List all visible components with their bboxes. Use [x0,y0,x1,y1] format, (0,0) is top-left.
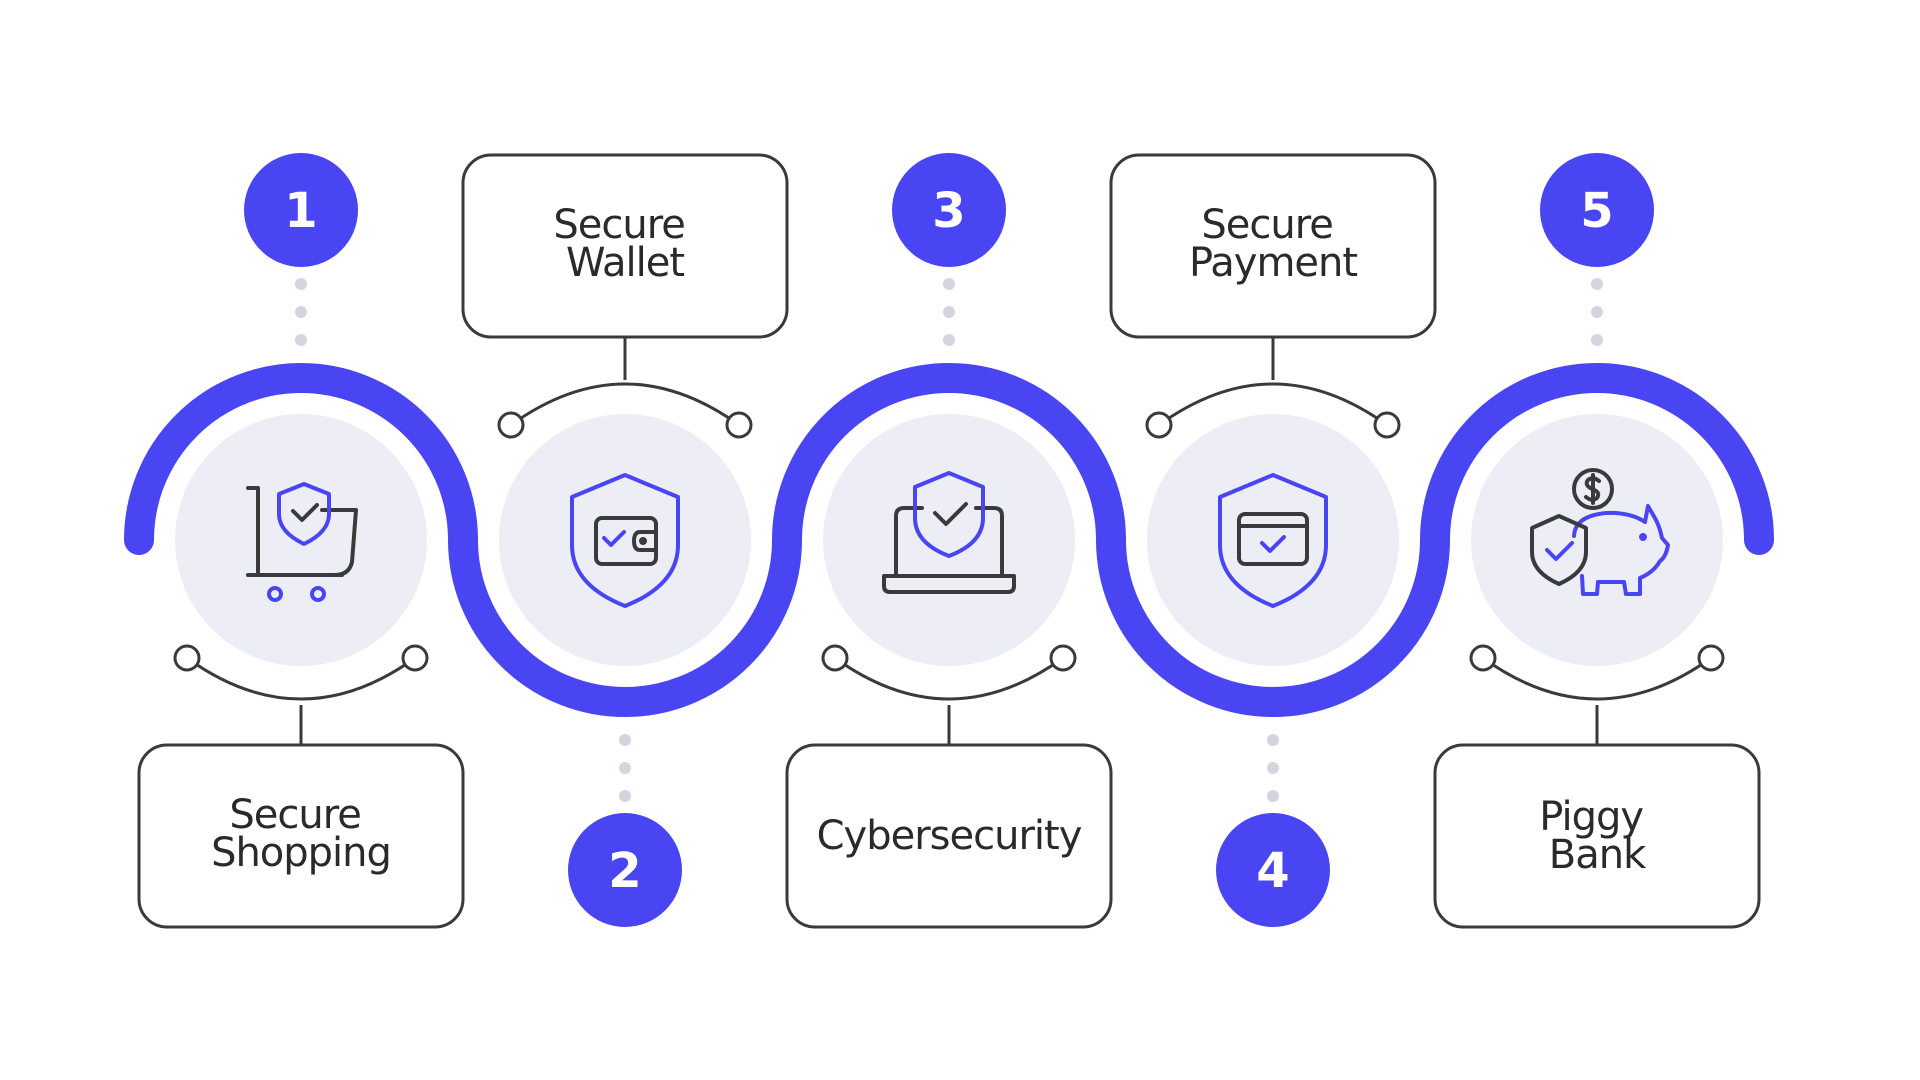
icon-background [1147,414,1399,666]
connector-knob-right [1697,644,1725,672]
label-box [137,743,465,929]
step-label: Cybersecurity [817,813,1082,859]
connector-dots [619,734,631,802]
connector-arc [186,656,416,701]
step-number: 1 [284,183,317,239]
step-number: 2 [608,843,641,899]
icon-background [499,414,751,666]
connector-dots [295,278,307,346]
icon-background [823,414,1075,666]
connector-arc [1158,382,1388,427]
icon-background [175,414,427,666]
connector-dots [1591,278,1603,346]
label-box [1433,743,1761,929]
connector-knob-left [497,411,525,439]
piggy-bank-shield-icon [1530,468,1670,596]
connector-dots [1267,734,1279,802]
connector-knob-left [173,644,201,672]
connector-arc [1482,656,1712,701]
connector-knob-right [725,411,753,439]
connector-knob-left [1145,411,1173,439]
connector-dots [943,278,955,346]
connector-knob-left [821,644,849,672]
label-box [461,153,789,339]
step-number-badge [1216,813,1330,927]
step-number: 5 [1580,183,1613,239]
connector-arc [834,656,1064,701]
step-label: Secure Shopping [211,792,391,876]
step-label: Piggy Bank [1539,794,1655,878]
step-3: 3 Cybersecurity [785,153,1113,929]
step-number: 4 [1256,843,1289,899]
step-1: 1 Secure Shopping [137,153,465,929]
step-number-badge [892,153,1006,267]
card-shield-icon [1218,473,1328,608]
label-box [785,743,1113,929]
icon-background [1471,414,1723,666]
connector-knob-right [1373,411,1401,439]
wave-path [124,363,1774,717]
step-label: Secure Payment [1189,202,1357,286]
connector-knob-right [1049,644,1077,672]
connector-knob-left [1469,644,1497,672]
wallet-shield-icon [570,473,680,608]
step-number-badge [568,813,682,927]
step-4: 4 Secure Payment [1109,153,1437,927]
step-number-badge [1540,153,1654,267]
cart-shield-icon [246,482,358,602]
label-box [1109,153,1437,339]
connector-knob-right [401,644,429,672]
step-2: 2 Secure Wallet [461,153,789,927]
laptop-shield-icon [882,471,1016,594]
connector-arc [510,382,740,427]
step-5: 5 Piggy Bank [1433,153,1761,929]
step-label: Secure Wallet [553,202,696,286]
step-number-badge [244,153,358,267]
step-number: 3 [932,183,965,239]
